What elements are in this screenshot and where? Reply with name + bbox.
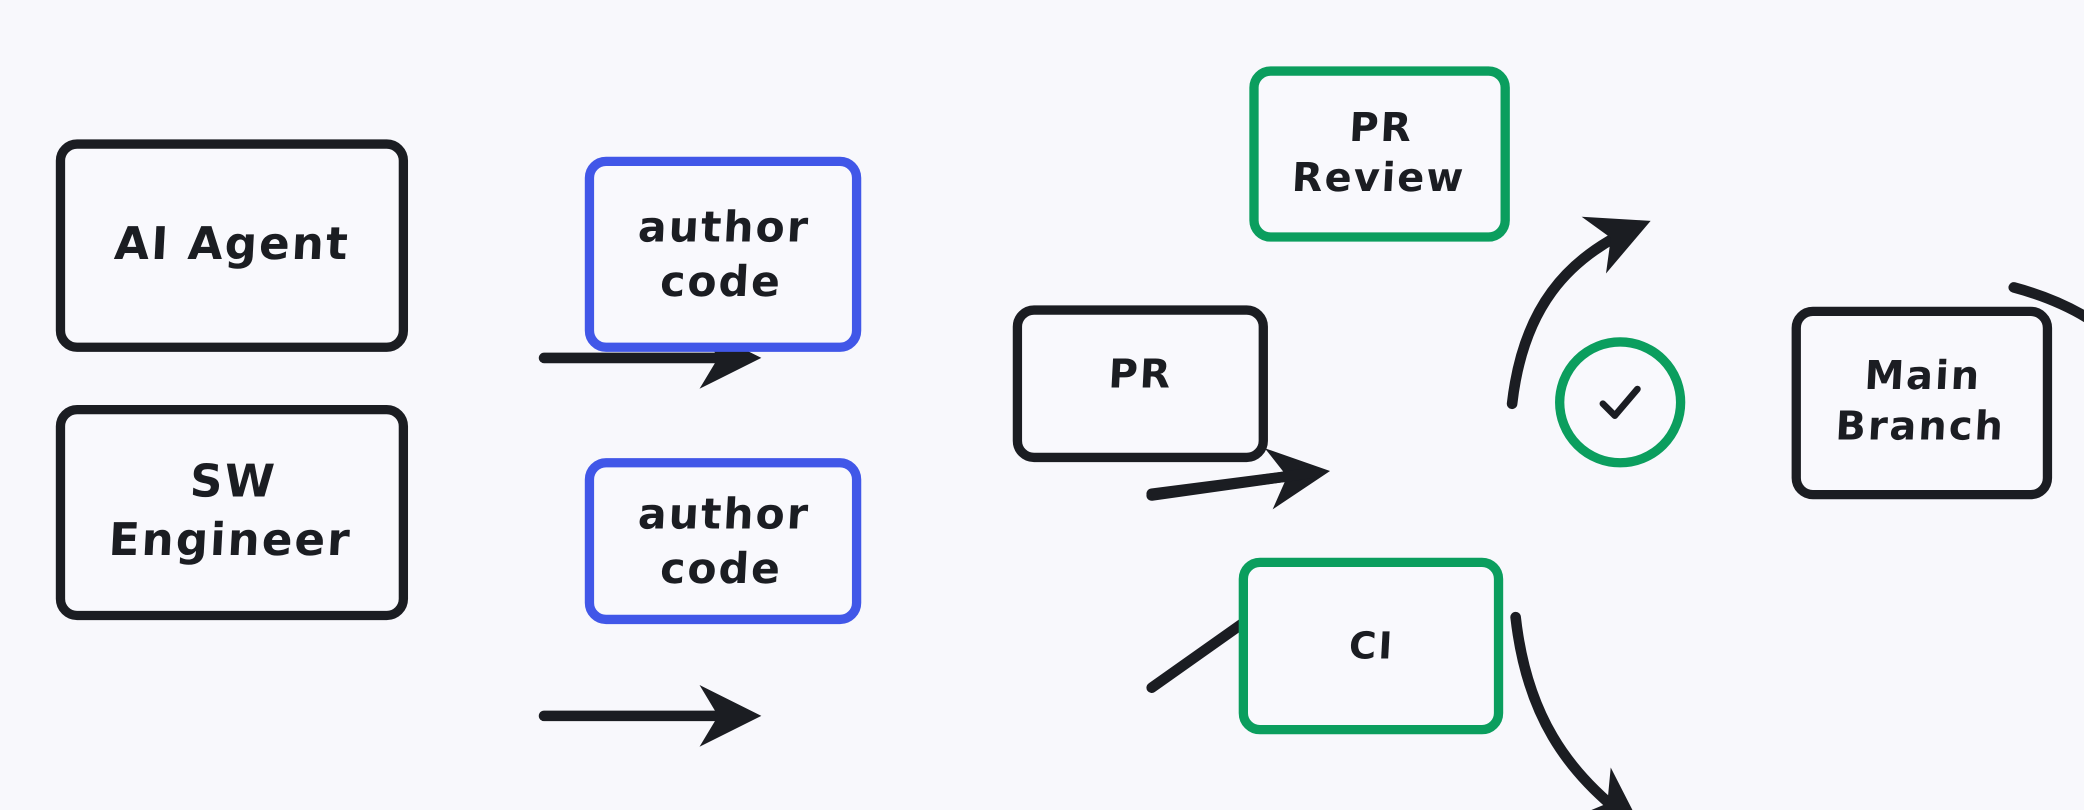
node-pr-review-label: PR Review [1290,104,1467,202]
node-pr-label: PR [1107,351,1174,399]
node-pr[interactable]: PR [1012,305,1268,463]
node-ci-label: CI [1347,623,1395,668]
node-sw-engineer-label: SW Engineer [107,456,354,567]
node-ci[interactable]: CI [1238,557,1504,735]
node-author-code-top[interactable]: author code [584,156,862,352]
node-sw-engineer[interactable]: SW Engineer [55,405,409,621]
node-author-code-bottom[interactable]: author code [584,458,862,625]
node-ai-agent[interactable]: AI Agent [55,139,409,352]
node-main-branch[interactable]: Main Branch [1791,306,2053,500]
edge-ci-to-check [2003,755,2084,810]
node-author-code-top-label: author code [637,201,812,307]
edge-author-code-top-to-pr [1146,448,1331,510]
node-author-code-bottom-label: author code [637,488,812,593]
node-pr-review[interactable]: PR Review [1249,66,1510,242]
edge-pr-to-ci [1510,611,1643,810]
node-ai-agent-label: AI Agent [112,218,351,272]
merge-check-node[interactable] [1555,337,1686,468]
node-main-branch-label: Main Branch [1834,353,2007,451]
check-icon [1599,385,1641,419]
